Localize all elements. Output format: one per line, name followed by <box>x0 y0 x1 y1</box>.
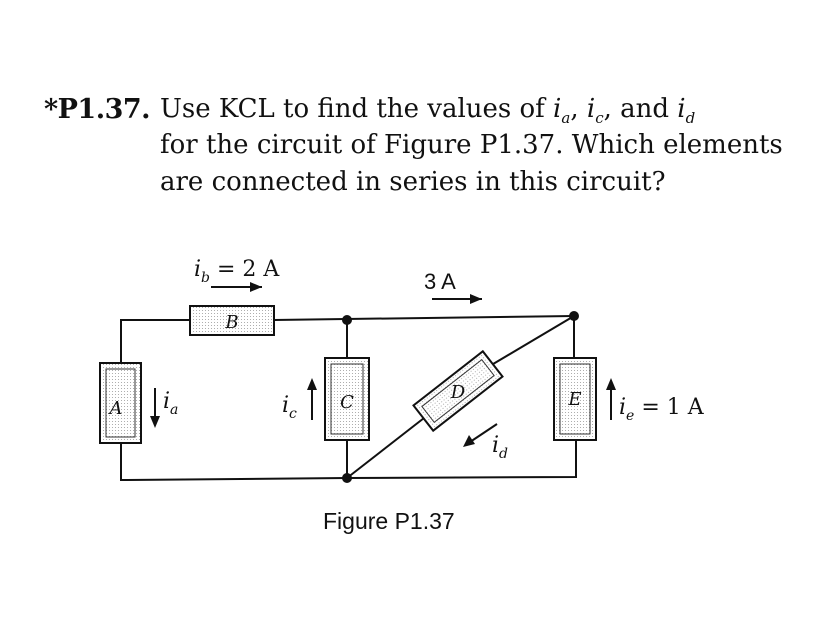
ib-value: = 2 A <box>210 257 280 282</box>
element-e-label: E <box>567 389 581 410</box>
wire-diagonal-lower <box>346 410 434 479</box>
id-arrow <box>469 423 498 443</box>
node-top-middle <box>342 315 352 325</box>
ie-arrowhead <box>606 378 616 390</box>
ia-sub: a <box>170 402 178 418</box>
top-current-annotation: 3 A <box>424 269 482 304</box>
wire-bottom-right <box>346 440 577 479</box>
id-arrowhead <box>463 435 475 447</box>
var-id: i <box>677 94 686 124</box>
var-id-sub: d <box>685 109 696 128</box>
sep-1: , <box>570 94 587 124</box>
var-ia-sub: a <box>561 109 571 128</box>
element-d: D <box>412 349 504 433</box>
ie-label: ie = 1 A <box>619 395 705 424</box>
ib-arrowhead <box>250 282 262 292</box>
ib-var: i <box>194 257 201 282</box>
ib-label: ib = 2 A <box>194 257 280 286</box>
ic-label: ic <box>282 393 297 422</box>
element-e: E <box>553 357 597 441</box>
problem-line-1-text: Use KCL to find the values of <box>160 94 554 124</box>
wire-diagonal-upper <box>482 315 575 371</box>
top-current-label: 3 A <box>424 269 456 294</box>
problem-line-1: Use KCL to find the values of ia, ic, an… <box>160 94 695 127</box>
element-b-label: B <box>224 312 238 333</box>
problem-line-2: for the circuit of Figure P1.37. Which e… <box>160 130 783 160</box>
id-var: i <box>492 433 499 458</box>
problem-number: *P1.37. <box>44 94 151 125</box>
ie-var: i <box>619 395 626 420</box>
top-current-arrowhead <box>470 294 482 304</box>
var-ia: i <box>553 94 562 124</box>
id-label: id <box>492 433 508 462</box>
element-a: A <box>99 362 142 444</box>
ic-annotation: ic <box>282 378 317 422</box>
wire-left-top <box>120 319 190 363</box>
sep-2: , and <box>603 94 678 124</box>
ia-annotation: ia <box>150 388 178 428</box>
wire-left-bottom <box>120 443 348 482</box>
ie-value: = 1 A <box>634 395 704 420</box>
ib-annotation: ib = 2 A <box>194 257 280 292</box>
problem-line-3: are connected in series in this circuit? <box>160 167 666 197</box>
element-c-label: C <box>340 392 354 413</box>
ic-sub: c <box>289 406 297 422</box>
figure-caption: Figure P1.37 <box>323 508 455 534</box>
node-bottom-middle <box>342 473 352 483</box>
ie-annotation: ie = 1 A <box>606 378 705 424</box>
ic-var: i <box>282 393 289 418</box>
element-d-label: D <box>450 382 466 403</box>
id-annotation: id <box>463 423 508 462</box>
ie-sub: e <box>626 408 634 424</box>
id-sub: d <box>499 446 508 462</box>
wire-b-to-top-node <box>273 315 575 321</box>
ia-var: i <box>163 389 170 414</box>
var-ic: i <box>586 94 596 124</box>
ib-sub: b <box>201 270 210 286</box>
ia-arrowhead <box>150 416 160 428</box>
ic-arrowhead <box>307 378 317 390</box>
element-a-label: A <box>108 398 123 419</box>
ia-label: ia <box>163 389 178 418</box>
element-b: B <box>189 305 275 336</box>
node-top-right <box>569 311 579 321</box>
var-ic-sub: c <box>595 109 604 128</box>
element-c: C <box>324 357 370 441</box>
